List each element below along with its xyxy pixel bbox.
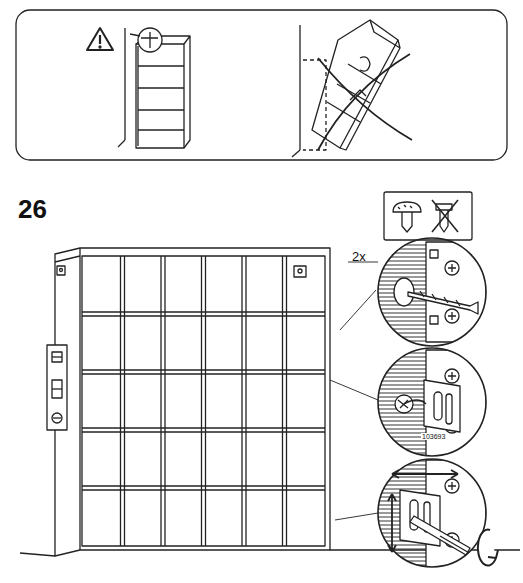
leader-line xyxy=(330,262,378,520)
shelf-divider xyxy=(82,431,325,432)
shelf-divider xyxy=(245,256,246,546)
bookcase-secured xyxy=(118,28,190,148)
shelf-divider xyxy=(82,369,325,370)
detail-drill xyxy=(378,238,486,346)
shelf-divider xyxy=(164,256,165,546)
quantity-label: 2x xyxy=(352,250,366,263)
shelf-divider xyxy=(205,256,206,546)
shelf-divider xyxy=(124,256,125,546)
shelf-divider xyxy=(286,256,287,546)
step-number: 26 xyxy=(18,196,47,222)
shelf-divider xyxy=(282,256,283,546)
spirit-level xyxy=(47,345,67,430)
large-shelf xyxy=(55,248,330,556)
wall-bracket xyxy=(57,266,306,277)
shelf-divider xyxy=(82,489,325,490)
bookcase-tipping xyxy=(292,20,412,157)
shelf-divider xyxy=(82,311,325,312)
shelf-divider xyxy=(241,256,242,546)
shelf-divider xyxy=(82,373,325,374)
shelf-divider xyxy=(120,256,121,546)
detail-adjust xyxy=(378,459,498,570)
shelf-cells xyxy=(82,256,325,546)
shelf-divider xyxy=(160,256,161,546)
warning-triangle xyxy=(87,28,113,50)
shelf-divider xyxy=(82,485,325,486)
screw-type-box xyxy=(384,192,472,240)
shelf-divider xyxy=(82,315,325,316)
shelf-divider xyxy=(201,256,202,546)
shelf-divider xyxy=(82,427,325,428)
warning-panel xyxy=(16,10,507,160)
detail-plug xyxy=(378,348,486,460)
part-number: 103693 xyxy=(421,433,446,440)
